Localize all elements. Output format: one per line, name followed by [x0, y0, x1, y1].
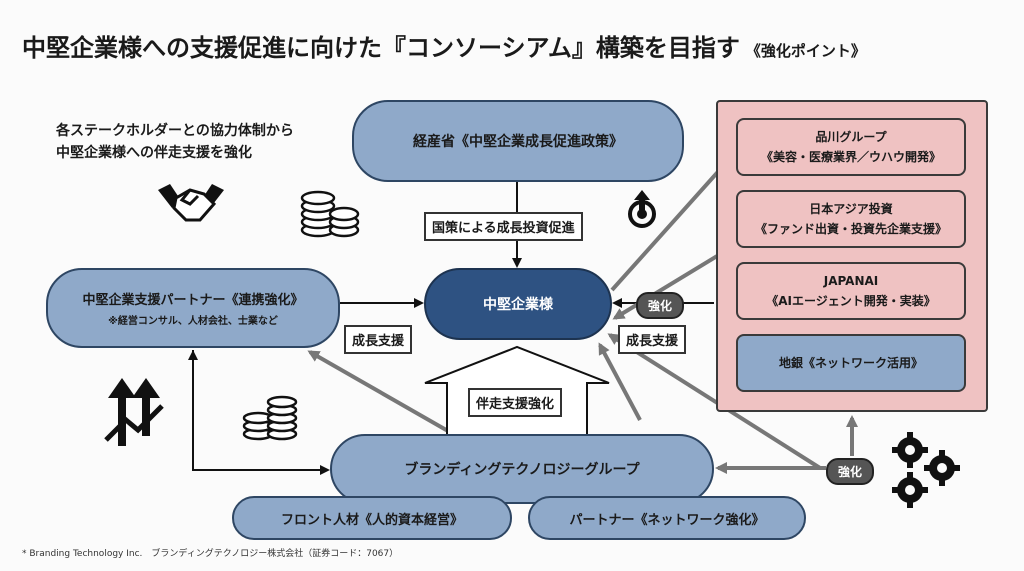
growth-label-left: 成長支援	[344, 325, 413, 354]
note-line-1: 各ステークホルダーとの協力体制から	[56, 123, 294, 139]
box-bank-line1: 地銀《ネットワーク活用》	[778, 356, 923, 370]
box-jaic: 日本アジア投資 《ファンド出資・投資先企業支援》	[736, 190, 966, 248]
box-shinagawa-line2: 《美容・医療業界／ウハウ開発》	[760, 150, 941, 164]
btg-node: ブランディングテクノロジーグループ	[330, 434, 714, 504]
partner-node: 中堅企業支援パートナー《連携強化》 ※経営コンサル、人材会社、士業など	[46, 268, 340, 348]
growth-arrows-icon	[104, 378, 164, 446]
title-sub: 《強化ポイント》	[745, 42, 866, 60]
footer-credit: * Branding Technology Inc. ブランディングテクノロジー…	[22, 549, 399, 559]
growth-label-right: 成長支援	[618, 325, 687, 354]
cycle-icon	[628, 190, 656, 228]
front-node: フロント人材《人的資本経営》	[232, 496, 512, 540]
partner-title: 中堅企業支援パートナー《連携強化》	[82, 293, 304, 308]
meti-label: 経産省《中堅企業成長促進政策》	[413, 134, 623, 150]
arrow-grey-btg-center	[598, 342, 642, 421]
center-label: 中堅企業様	[483, 297, 553, 313]
page-title: 中堅企業様への支援促進に向けた『コンソーシアム』構築を目指す《強化ポイント》	[22, 28, 866, 63]
box-jaic-line1: 日本アジア投資	[809, 202, 893, 216]
arrow-grey-btg-partner	[307, 350, 456, 437]
handshake-icon	[158, 184, 224, 222]
box-jaic-line2: 《ファンド出資・投資先企業支援》	[754, 222, 947, 236]
partner-net-node: パートナー《ネットワーク強化》	[528, 496, 806, 540]
box-shinagawa: 品川グループ 《美容・医療業界／ウハウ開発》	[736, 118, 966, 176]
partner-net-label: パートナー《ネットワーク強化》	[569, 512, 765, 528]
note-line-2: 中堅企業様への伴走支援を強化	[56, 145, 252, 161]
meti-node: 経産省《中堅企業成長促進政策》	[352, 100, 684, 182]
policy-label: 国策による成長投資促進	[424, 212, 583, 241]
box-japanai: JAPANAI 《AIエージェント開発・実装》	[736, 262, 966, 320]
box-japanai-line1: JAPANAI	[823, 274, 879, 288]
stakeholder-note: 各ステークホルダーとの協力体制から 中堅企業様への伴走支援を強化	[56, 120, 294, 164]
box-regional-bank: 地銀《ネットワーク活用》	[736, 334, 966, 392]
accompany-label: 伴走支援強化	[468, 388, 563, 417]
center-node: 中堅企業様	[424, 268, 612, 340]
coins-icon	[300, 190, 360, 238]
coin-stacks-icon	[242, 395, 298, 441]
partner-sub: ※経営コンサル、人材会社、士業など	[108, 316, 278, 327]
title-main: 中堅企業様への支援促進に向けた『コンソーシアム』構築を目指す	[22, 34, 740, 62]
strengthen-tag-top: 強化	[636, 292, 685, 319]
btg-label: ブランディングテクノロジーグループ	[404, 462, 640, 478]
gears-icon	[892, 432, 960, 508]
arrow-grey-strengthen-center	[607, 333, 822, 470]
front-label: フロント人材《人的資本経営》	[280, 512, 463, 528]
strengthen-tag-bottom: 強化	[826, 458, 875, 485]
box-japanai-line2: 《AIエージェント開発・実装》	[766, 294, 936, 308]
box-shinagawa-line1: 品川グループ	[815, 130, 887, 144]
